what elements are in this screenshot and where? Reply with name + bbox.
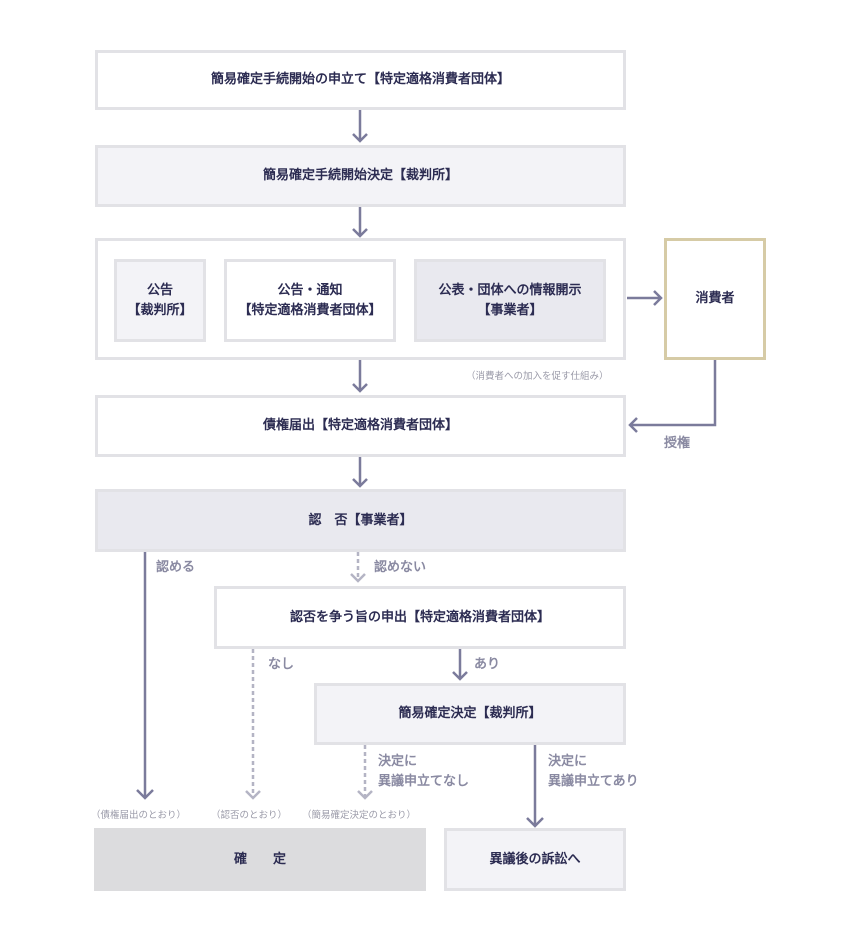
claim-filing-box: 債権届出【特定適格消費者団体】 bbox=[95, 395, 626, 457]
dispute-label: 認否を争う旨の申出【特定適格消費者団体】 bbox=[289, 609, 550, 625]
arrow-filing-to-approval bbox=[352, 457, 368, 488]
group-notice-actor: 【特定適格消費者団体】 bbox=[238, 302, 382, 318]
exists-label: あり bbox=[474, 657, 501, 672]
dashed-arrows bbox=[245, 552, 373, 800]
arrow-petition-to-decision bbox=[352, 110, 368, 143]
disclosure-box: 公表・団体への情報開示 【事業者】 bbox=[414, 259, 606, 342]
arrow-notice-to-filing bbox=[352, 360, 368, 393]
arrow-authorization bbox=[628, 360, 717, 433]
reject-label: 認めない bbox=[374, 560, 427, 575]
per-claim-note: （債権届出のとおり） bbox=[91, 810, 187, 821]
objection-line1: 決定に bbox=[548, 754, 588, 769]
arrow-to-consumer bbox=[627, 290, 663, 306]
consumer-label: 消費者 bbox=[695, 291, 735, 306]
court-notice-actor: 【裁判所】 bbox=[127, 302, 193, 318]
objection-label: 決定に 異議申立てあり bbox=[548, 752, 639, 792]
final-box: 確 定 bbox=[94, 828, 426, 891]
lawsuit-box: 異議後の訴訟へ bbox=[444, 828, 626, 891]
approval-label: 認 否【事業者】 bbox=[308, 512, 413, 528]
no-objection-line1: 決定に bbox=[378, 754, 418, 769]
arrow-objection bbox=[526, 745, 544, 828]
none-label: なし bbox=[268, 657, 295, 672]
petition-box: 簡易確定手続開始の申立て【特定適格消費者団体】 bbox=[95, 50, 626, 110]
arrow-accept bbox=[136, 552, 154, 800]
group-notice-box: 公告・通知 【特定適格消費者団体】 bbox=[224, 259, 396, 342]
dispute-box: 認否を争う旨の申出【特定適格消費者団体】 bbox=[214, 586, 626, 649]
simple-decision-box: 簡易確定決定【裁判所】 bbox=[314, 683, 626, 745]
court-notice-title: 公告 bbox=[146, 282, 173, 298]
approval-box: 認 否【事業者】 bbox=[95, 489, 626, 552]
claim-filing-label: 債権届出【特定適格消費者団体】 bbox=[262, 418, 458, 433]
no-objection-label: 決定に 異議申立てなし bbox=[378, 752, 469, 792]
per-decision-note: （簡易確定決定のとおり） bbox=[302, 810, 417, 821]
no-objection-line2: 異議申立てなし bbox=[378, 774, 470, 789]
start-decision-box: 簡易確定手続開始決定【裁判所】 bbox=[95, 145, 626, 207]
arrow-exists bbox=[452, 649, 468, 681]
authorization-label: 授権 bbox=[664, 436, 691, 451]
group-notice-title: 公告・通知 bbox=[277, 282, 343, 298]
lawsuit-label: 異議後の訴訟へ bbox=[489, 851, 581, 867]
objection-line2: 異議申立てあり bbox=[548, 774, 639, 789]
per-approval-note: （認否のとおり） bbox=[211, 810, 288, 821]
disclosure-title: 公表・団体への情報開示 bbox=[438, 282, 582, 298]
solid-arrows bbox=[136, 110, 717, 828]
disclosure-actor: 【事業者】 bbox=[477, 302, 543, 318]
final-label: 確 定 bbox=[233, 851, 286, 867]
simple-decision-label: 簡易確定決定【裁判所】 bbox=[398, 706, 542, 721]
consumer-box: 消費者 bbox=[664, 238, 766, 360]
arrow-decision-to-notice bbox=[352, 207, 368, 238]
mechanism-note: （消費者への加入を促す仕組み） bbox=[466, 371, 609, 382]
court-notice-box: 公告 【裁判所】 bbox=[114, 259, 206, 342]
accept-label: 認める bbox=[156, 560, 196, 575]
start-decision-label: 簡易確定手続開始決定【裁判所】 bbox=[262, 168, 458, 183]
petition-label: 簡易確定手続開始の申立て【特定適格消費者団体】 bbox=[210, 72, 510, 87]
